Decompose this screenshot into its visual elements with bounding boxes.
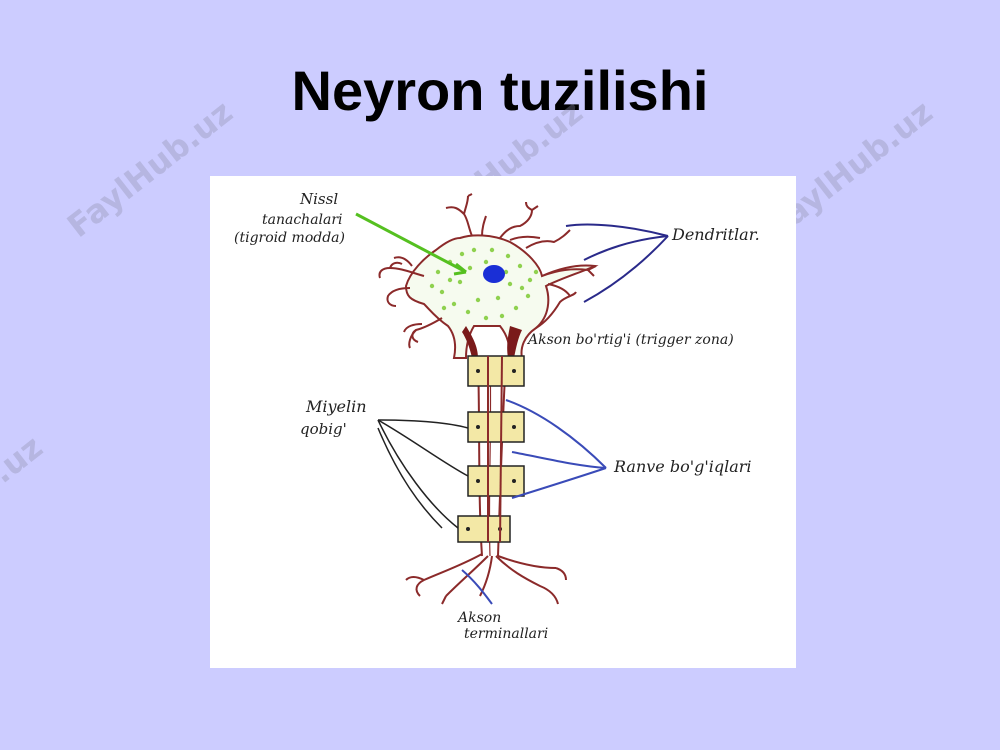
watermark: FaylHub.uz <box>0 427 50 580</box>
axon-hillock <box>462 326 478 358</box>
ranvier-pointer-lines <box>505 399 607 499</box>
label-axon-hillock: Akson bo'rtig'i (trigger zona) <box>526 332 734 348</box>
label-myelin: Miyelin <box>305 397 367 416</box>
dendrite-branches <box>378 193 597 349</box>
myelin-sheath <box>457 355 525 543</box>
label-nissl: (tigroid modda) <box>234 230 345 246</box>
label-terminals: Akson <box>456 610 501 626</box>
label-terminals: terminallari <box>464 626 548 642</box>
label-nissl: Nissl <box>299 190 338 208</box>
label-dendrites: Dendritlar. <box>671 225 760 244</box>
myelin-pointer-lines <box>377 419 469 529</box>
nissl-pointer-arrow <box>355 212 467 274</box>
neuron-diagram-panel: Nissl tanachalari (tigroid modda) Dendri… <box>210 176 796 668</box>
neuron-diagram: Nissl tanachalari (tigroid modda) Dendri… <box>234 190 760 642</box>
dendrite-pointer-lines <box>565 223 669 303</box>
label-ranvier: Ranve bo'g'iqlari <box>613 457 752 476</box>
axon-hillock <box>507 326 522 358</box>
axon-terminals <box>405 553 567 605</box>
label-nissl: tanachalari <box>262 212 343 228</box>
terminals-pointer-line <box>461 569 493 605</box>
slide-title: Neyron tuzilishi <box>291 59 709 122</box>
nucleus <box>483 265 505 283</box>
label-myelin: qobig' <box>300 420 347 438</box>
